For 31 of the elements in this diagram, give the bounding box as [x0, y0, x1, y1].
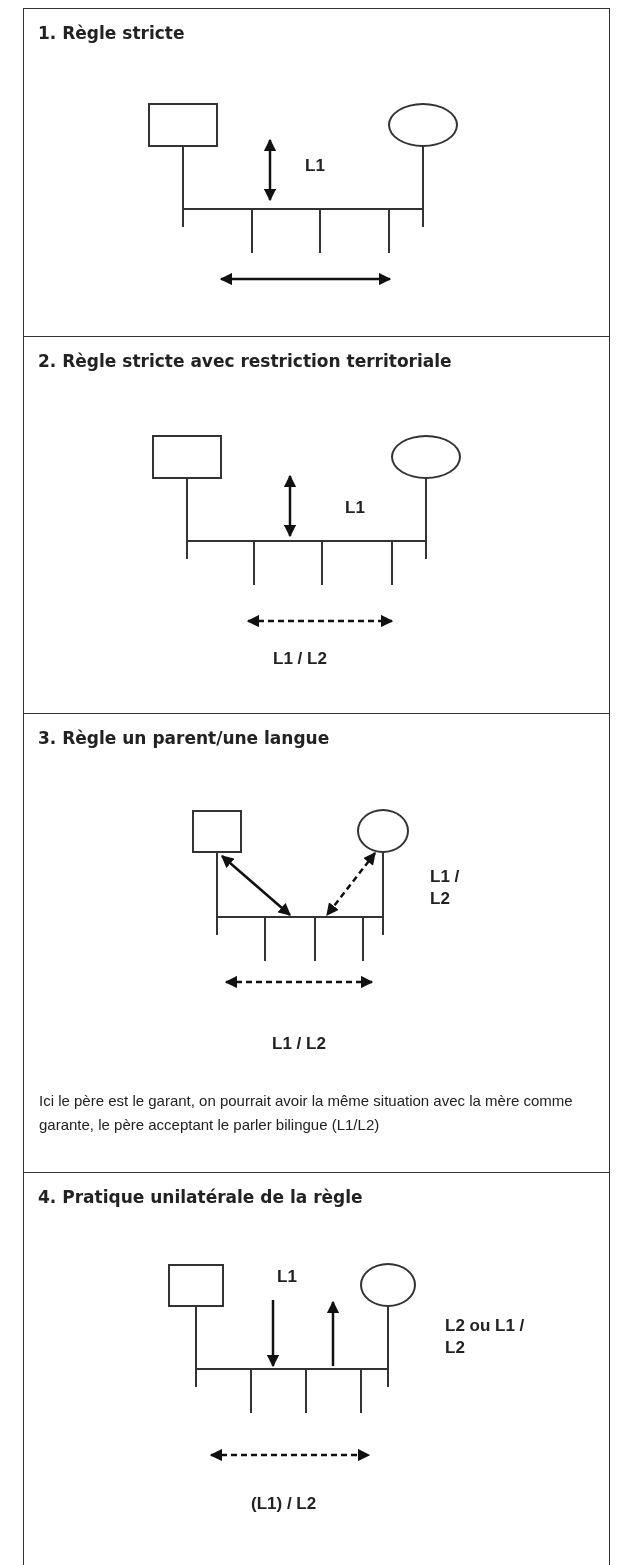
couple-line [186, 478, 427, 560]
panel-heading: 4. Pratique unilatérale de la règle [38, 1187, 363, 1207]
note-text: Ici le père est le garant, on pourrait avoir la même situation avec la mère comme garante, le père acceptant le parler bilingue (L1/L2) [39, 1091, 574, 1135]
square-symbol [152, 435, 222, 479]
circle-symbol [388, 103, 458, 147]
panel-frame [23, 1172, 610, 1565]
language-label: L1 [345, 497, 365, 519]
language-label: (L1) / L2 [251, 1493, 317, 1515]
language-label: L1 / L2 [272, 1033, 326, 1055]
panel-frame [23, 713, 610, 1173]
couple-line [182, 146, 424, 228]
square-symbol [192, 810, 242, 853]
square-symbol [168, 1264, 224, 1307]
panel-frame [23, 336, 610, 714]
language-label: L1 [305, 155, 325, 177]
panel-heading: 1. Règle stricte [38, 23, 185, 43]
arrow [221, 855, 291, 916]
panel-heading: 3. Règle un parent/une langue [38, 728, 330, 748]
circle-symbol [357, 809, 409, 853]
panel-heading: 2. Règle stricte avec restriction territoriale [38, 351, 452, 371]
circle-symbol [391, 435, 461, 479]
circle-symbol [360, 1263, 416, 1307]
couple-line [216, 852, 384, 936]
arrow [326, 852, 376, 916]
language-label: L1 [277, 1266, 297, 1288]
panel-frame [23, 8, 610, 337]
square-symbol [148, 103, 218, 147]
couple-line [195, 1306, 389, 1388]
language-label: L1 / L2 [430, 866, 461, 910]
language-label: L1 / L2 [273, 648, 327, 670]
language-label: L2 ou L1 / L2 [445, 1315, 525, 1359]
